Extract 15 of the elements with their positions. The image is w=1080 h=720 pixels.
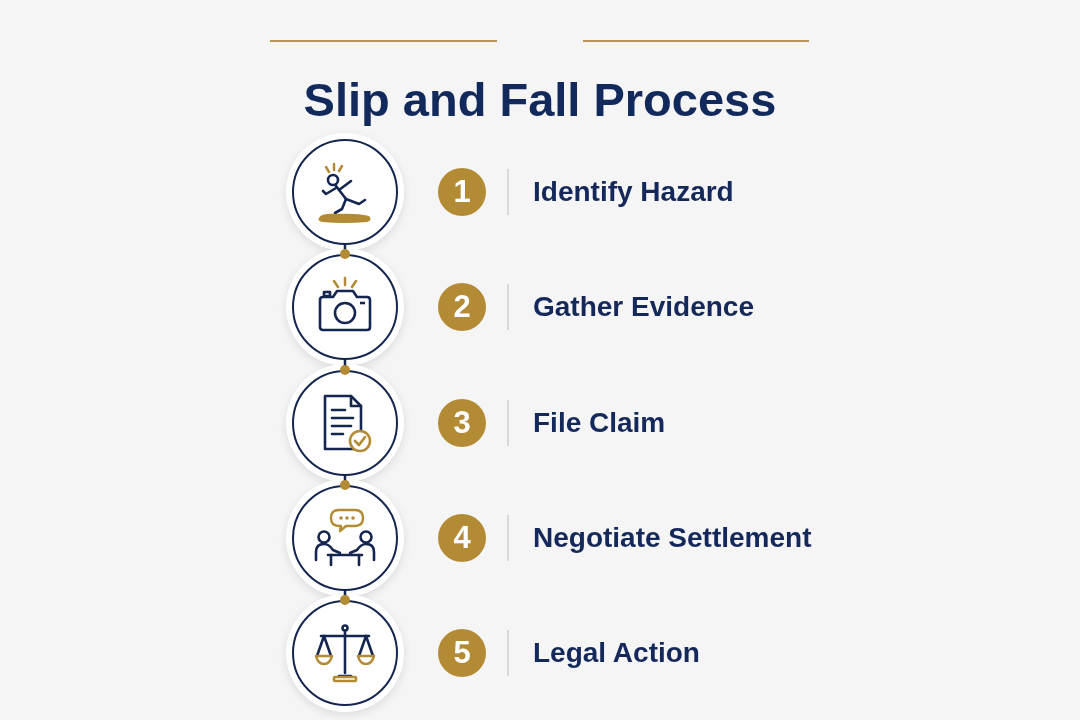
step-label: Gather Evidence (533, 290, 754, 324)
connector-line (340, 245, 350, 259)
title: Slip and Fall Process (302, 72, 778, 128)
connector-line (340, 476, 350, 490)
step-label: File Claim (533, 406, 666, 440)
step-number-badge: 5 (438, 629, 486, 677)
step-number-badge: 4 (438, 514, 486, 562)
step-number-badge: 3 (438, 399, 486, 447)
step-number-badge: 2 (438, 283, 486, 331)
step-label: Legal Action (533, 636, 700, 670)
step-number-badge: 1 (438, 168, 486, 216)
connector-line (340, 360, 350, 375)
step-label: Negotiate Settlement (533, 521, 812, 555)
connector-line (340, 591, 350, 605)
step-label: Identify Hazard (533, 175, 734, 209)
